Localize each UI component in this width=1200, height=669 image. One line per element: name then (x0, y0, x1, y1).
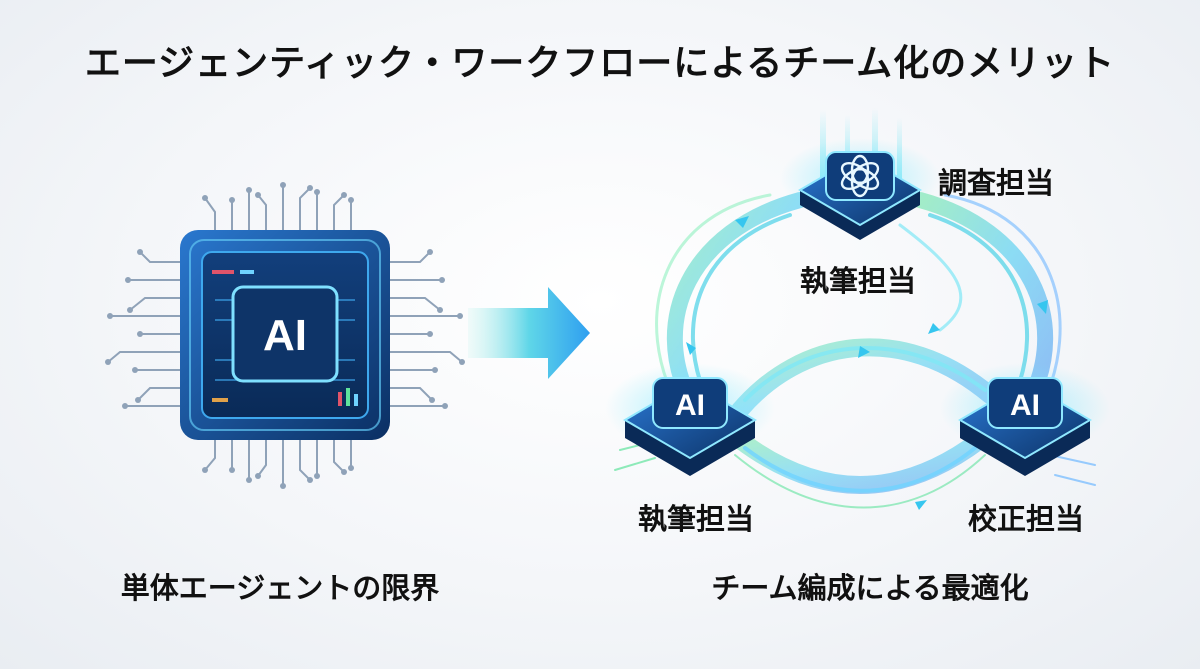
role-label-writing: 執筆担当 (638, 502, 755, 536)
node-proofreading: AI (940, 363, 1110, 476)
circuit-traces (107, 185, 463, 486)
openai-logo-icon (840, 154, 880, 198)
node-research (780, 138, 940, 240)
single-agent-chip: AI (105, 182, 465, 489)
caption-single-agent: 単体エージェントの限界 (120, 571, 440, 605)
node-writing: AI (605, 363, 775, 476)
flow-arrowheads (686, 216, 1048, 510)
ai-core (231, 285, 339, 383)
trace-endpoints (105, 182, 465, 489)
role-label-research: 調査担当 (938, 166, 1055, 200)
caption-team: チーム編成による最適化 (711, 571, 1029, 605)
chip-label: AI (263, 311, 307, 360)
node-writing-chip-label: AI (675, 389, 705, 422)
transition-arrow (468, 287, 590, 379)
page-title: エージェンティック・ワークフローによるチーム化のメリット (84, 43, 1116, 84)
role-label-proofreading: 校正担当 (968, 502, 1085, 536)
team-network: AI AI (605, 108, 1110, 510)
role-label-inner-writing: 執筆担当 (800, 264, 917, 298)
node-proofreading-chip-label: AI (1010, 389, 1040, 422)
chip-status-bars (212, 270, 358, 406)
